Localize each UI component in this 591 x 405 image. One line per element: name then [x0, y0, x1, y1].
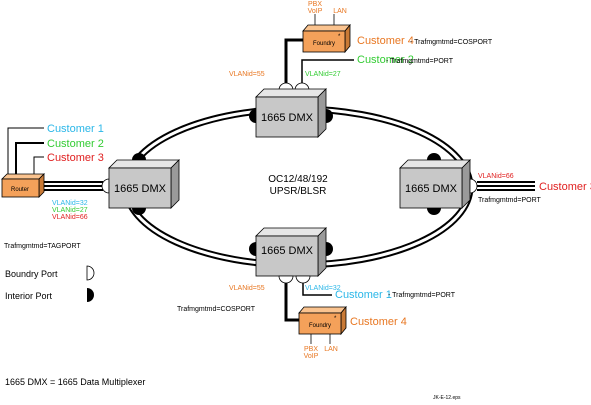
- right-customer3-label: Customer 3: [539, 181, 591, 193]
- ring-label-line1: OC12/48/192: [268, 174, 328, 185]
- right-vlan-66: VLANid=66: [478, 173, 514, 180]
- foundry-asterisk: *: [338, 34, 341, 40]
- boundary-port-icon: [101, 178, 110, 194]
- bottom-vlan-55: VLANid=55: [229, 285, 265, 292]
- left-customer-links: [7, 127, 44, 176]
- bottom-pbx-label: PBX: [304, 346, 318, 353]
- bottom-voip-label: VoIP: [304, 353, 319, 360]
- dmx-left-label: 1665 DMX: [114, 183, 167, 195]
- dmx-node-right: 1665 DMX: [399, 159, 471, 209]
- top-lan-label: LAN: [333, 8, 347, 15]
- bottom-foundry-label: Foundry: [309, 323, 331, 329]
- top-voip-label: VoIP: [308, 8, 323, 15]
- left-router-device: Router: [1, 173, 45, 198]
- dmx-node-top: 1665 DMX: [255, 88, 327, 138]
- dmx-top-label: 1665 DMX: [261, 112, 314, 124]
- bottom-customer1-mode: - Trafmgmtmd=PORT: [388, 292, 456, 299]
- interior-port-icon: [87, 288, 94, 302]
- dmx-node-bottom: 1665 DMX: [255, 227, 327, 277]
- interior-port-icon: [249, 242, 256, 256]
- interior-port-icon: [132, 208, 146, 215]
- dmx-bottom-label: 1665 DMX: [261, 245, 314, 257]
- left-vlan-66: VLANid=66: [52, 214, 88, 221]
- ring-label-line2: UPSR/BLSR: [270, 186, 327, 197]
- right-trunk: [477, 181, 535, 191]
- bottom-customer1-label: Customer 1: [335, 289, 392, 301]
- file-id: JK-E-12.eps: [433, 395, 461, 401]
- bottom-lan-label: LAN: [324, 346, 338, 353]
- boundary-port-icon: [295, 275, 311, 284]
- top-pbx-label: PBX: [308, 1, 322, 8]
- dmx-right-label: 1665 DMX: [405, 183, 458, 195]
- boundary-port-icon: [86, 265, 95, 281]
- bottom-foundry-device: Foundry *: [298, 305, 347, 336]
- left-customer3-label: Customer 3: [47, 152, 104, 164]
- left-customer2-label: Customer 2: [47, 138, 104, 150]
- foundry-asterisk: *: [334, 316, 337, 322]
- legend-boundary-label: Boundry Port: [5, 269, 58, 279]
- top-customer4-label: Customer 4: [357, 35, 414, 47]
- left-vlan-27: VLANid=27: [52, 207, 88, 214]
- router-trunk: [44, 181, 103, 191]
- legend-interior-label: Interior Port: [5, 291, 53, 301]
- boundary-port-icon: [278, 275, 294, 284]
- top-foundry-label: Foundry: [313, 41, 335, 47]
- interior-port-icon: [427, 153, 441, 160]
- dmx-node-left: 1665 DMX: [108, 159, 180, 209]
- interior-port-icon: [326, 109, 333, 123]
- left-mode: Trafmgmtmd=TAGPORT: [4, 243, 81, 250]
- interior-port-icon: [427, 208, 441, 215]
- top-customer4-mode: - Trafmgmtmd=COSPORT: [410, 39, 493, 46]
- interior-port-icon: [249, 109, 256, 123]
- right-mode: Trafmgmtmd=PORT: [478, 197, 542, 204]
- top-vlan-27: VLANid=27: [305, 71, 341, 78]
- bottom-customer4-label: Customer 4: [350, 316, 407, 328]
- bottom-vlan-32: VLANid=32: [305, 285, 341, 292]
- interior-port-icon: [326, 242, 333, 256]
- legend-definition: 1665 DMX = 1665 Data Multiplexer: [5, 377, 145, 387]
- top-vlan-55: VLANid=55: [229, 71, 265, 78]
- router-label: Router: [11, 187, 29, 193]
- interior-port-icon: [132, 153, 146, 160]
- bottom-mode-cosport: Trafmgmtmd=COSPORT: [177, 306, 256, 313]
- left-vlan-32: VLANid=32: [52, 200, 88, 207]
- left-customer1-label: Customer 1: [47, 123, 104, 135]
- top-customer2-label: Customer 2: [357, 54, 414, 66]
- boundary-port-icon: [469, 178, 478, 194]
- top-customer2-mode: - Trafmgmtmd=PORT: [386, 58, 454, 65]
- top-foundry-device: Foundry *: [302, 23, 351, 54]
